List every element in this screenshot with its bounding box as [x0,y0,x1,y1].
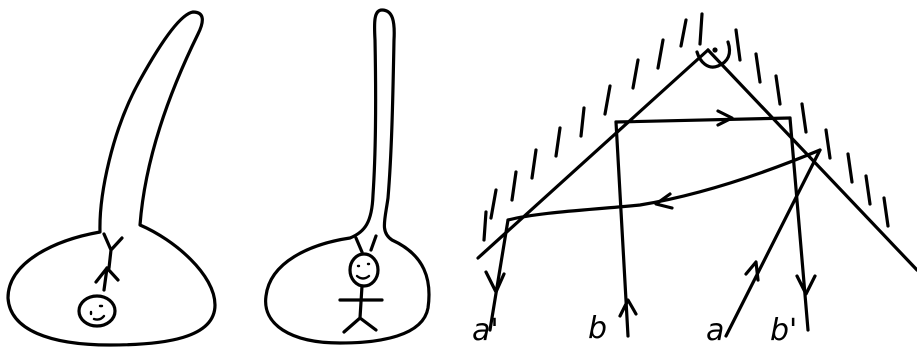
stick-figure-face [357,264,369,279]
creature-antennae-left [104,234,122,268]
ray-a-reflected [508,150,820,220]
ray-bprime-arrow [797,276,815,294]
label-b: b [588,311,607,346]
label-a-prime: a' [472,313,499,348]
bulb-figure-middle [266,10,429,343]
ray-bprime-vertical [790,118,808,330]
bulb-outline-left [8,12,215,345]
label-b-prime: b' [770,313,797,348]
bulb-figure-left [8,12,215,345]
creature-head-left [79,296,115,326]
prism-side-right [708,50,917,270]
hatching-left [484,20,686,240]
stick-figure-body [340,286,382,332]
bulb-outline-middle [266,10,429,343]
right-angle-dot [712,47,717,52]
label-a: a [706,313,724,348]
ray-horizontal-top [616,118,790,122]
prism-diagram: a' b a b' [472,14,917,348]
ray-a-arrow [746,262,758,280]
stick-figure-head [350,254,378,286]
ray-aprime-arrow [486,272,504,292]
creature-face-left [91,306,104,320]
prism-side-left [478,50,708,258]
stick-figure-antennae [356,236,376,252]
